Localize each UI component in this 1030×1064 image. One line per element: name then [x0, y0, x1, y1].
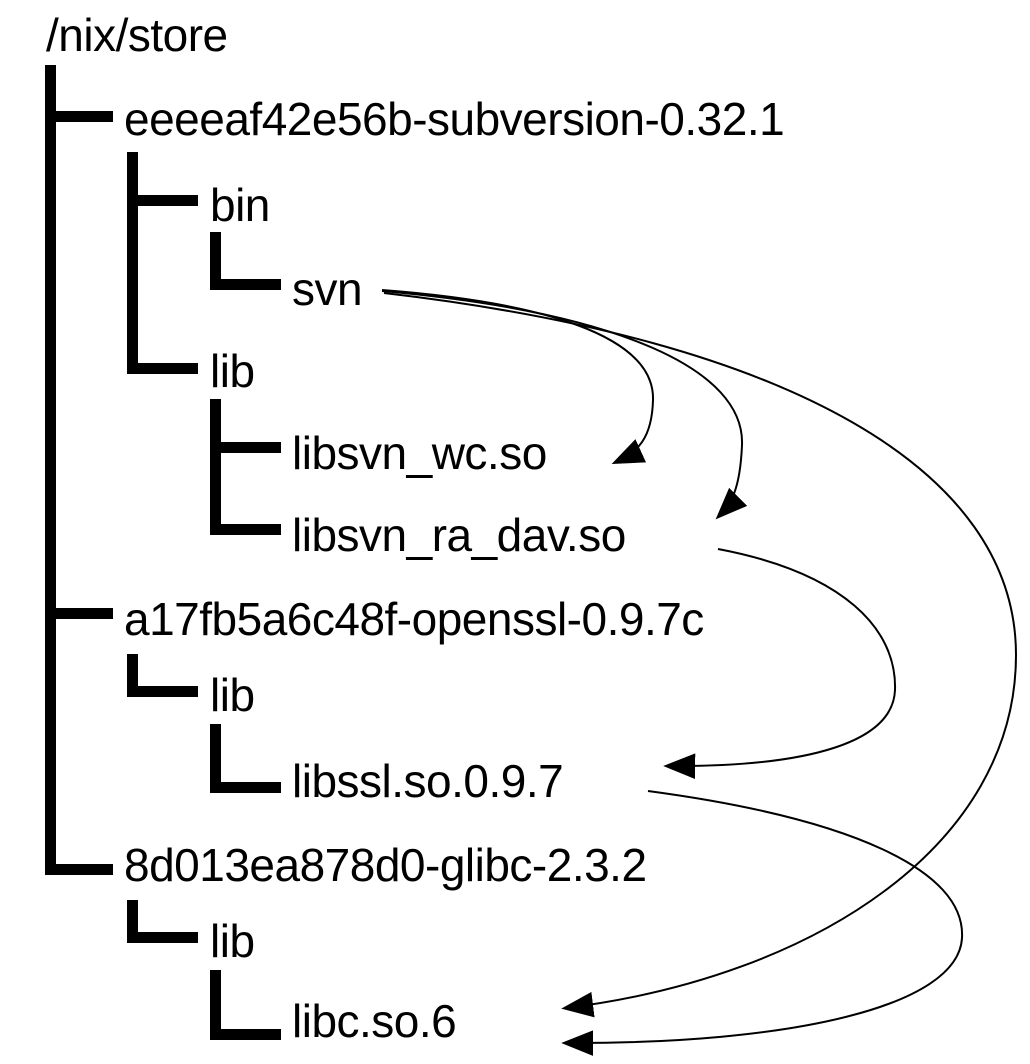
tree-node-glibc: 8d013ea878d0-glibc-2.3.2 [124, 839, 647, 891]
arrow-libsvn-ra-dav-to-libssl [663, 548, 897, 779]
tree-node-openssl-lib: lib [210, 669, 255, 721]
tree-node-libsvn-wc: libsvn_wc.so [292, 427, 547, 479]
tree-node-libc: libc.so.6 [292, 995, 457, 1047]
bin-children-line [210, 232, 281, 290]
glibc-children-line [127, 900, 198, 943]
tree-node-subversion: eeeeaf42e56b-subversion-0.32.1 [124, 93, 785, 145]
tree-node-root: /nix/store [46, 9, 228, 61]
tree-node-libsvn-ra-dav: libsvn_ra_dav.so [292, 509, 626, 561]
arrow-svn-to-libc [383, 292, 1018, 1018]
subversion-lib-children-line [210, 399, 281, 535]
arrow-libssl-to-libc [561, 790, 964, 1056]
dependency-arrows [381, 289, 1018, 1056]
arrow-svn-to-libsvn-ra-dav [381, 290, 748, 520]
tree-node-subversion-lib: lib [210, 345, 255, 397]
glibc-lib-children-line [210, 970, 281, 1040]
tree-node-glibc-lib: lib [210, 915, 255, 967]
trunk-line [45, 65, 113, 875]
subversion-children-line [127, 152, 198, 374]
tree-node-libssl: libssl.so.0.9.7 [292, 755, 564, 807]
arrow-svn-to-libsvn-wc [381, 289, 655, 464]
openssl-lib-children-line [210, 724, 281, 793]
tree-node-openssl: a17fb5a6c48f-openssl-0.9.7c [124, 593, 704, 645]
openssl-children-line [127, 654, 198, 697]
tree-lines [45, 65, 281, 1040]
tree-node-svn: svn [292, 263, 363, 315]
tree-node-bin: bin [210, 179, 270, 231]
